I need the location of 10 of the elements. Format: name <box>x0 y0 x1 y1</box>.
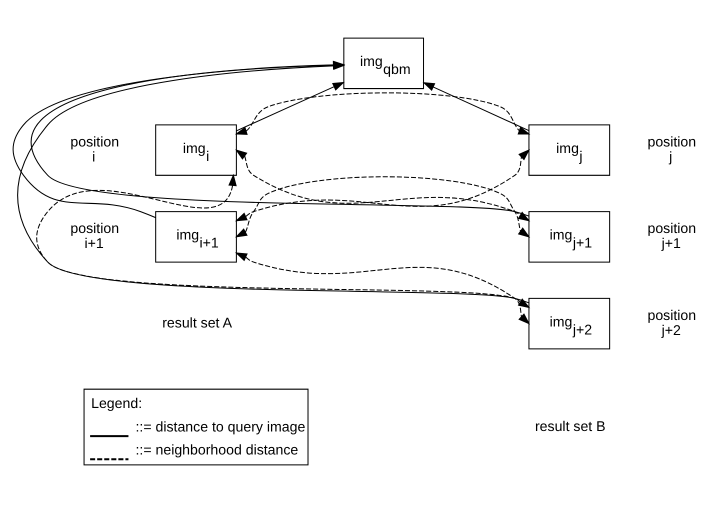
label: result set B <box>534 418 606 434</box>
label: result set A <box>162 314 232 330</box>
node-label: position i <box>70 133 119 164</box>
legend-label: ::= neighborhood distance <box>135 441 298 458</box>
legend-label: ::= distance to query image <box>135 418 305 434</box>
label: Legend: <box>90 395 142 412</box>
node-label: position j+2 <box>646 306 696 338</box>
node-label: position j+1 <box>646 220 696 252</box>
node-label: position j <box>646 133 696 164</box>
node-label: position i+1 <box>70 220 119 252</box>
